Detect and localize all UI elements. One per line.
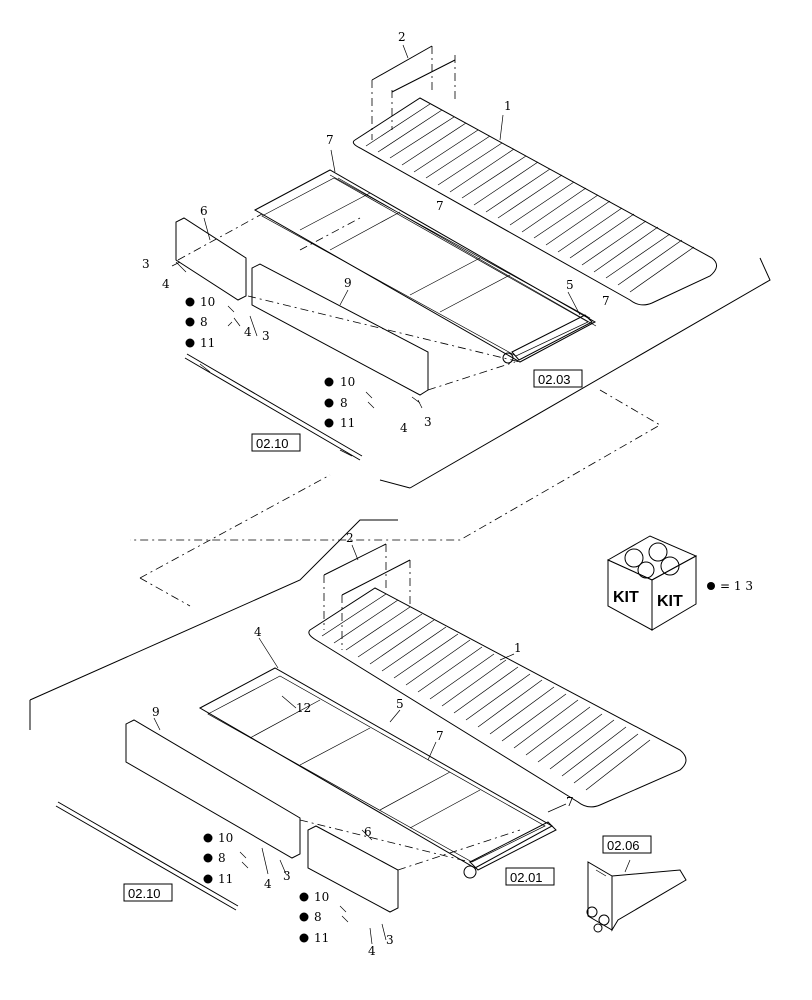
callout-upper-roller: 5 xyxy=(566,278,574,292)
lower-roller-ref[interactable]: 02.01 xyxy=(505,867,555,886)
svg-text:10: 10 xyxy=(218,831,233,845)
svg-text:11: 11 xyxy=(340,416,355,430)
callout-lower-dim: 2 xyxy=(346,531,354,545)
callout-upper-frame-end: 7 xyxy=(602,294,610,308)
callout-lower-bolt-a: 4 xyxy=(264,877,272,891)
callout-lower-roller: 5 xyxy=(396,697,404,711)
callout-upper-belt: 1 xyxy=(504,99,512,113)
callout-lower-side-panel: 9 xyxy=(152,705,160,719)
lower-roller xyxy=(469,821,557,871)
lower-hardware-right: 10 8 11 xyxy=(299,890,349,945)
callout-upper-bolt-c: 4 xyxy=(244,325,252,339)
callout-lower-frame-mid: 7 xyxy=(436,729,444,743)
svg-text:11: 11 xyxy=(218,872,233,886)
callout-upper-end-panel: 6 xyxy=(200,204,208,218)
lower-width-dimension xyxy=(323,543,411,650)
upper-width-dimension xyxy=(371,45,456,140)
svg-text:11: 11 xyxy=(314,931,329,945)
lower-hardware-left: 10 8 11 xyxy=(203,831,249,886)
upper-bar-ref[interactable]: 02.10 xyxy=(251,433,301,452)
lower-side-panel xyxy=(125,719,301,859)
lower-bar-ref[interactable]: 02.10 xyxy=(123,883,173,902)
drive-unit xyxy=(586,859,687,933)
kit-label-right: KIT xyxy=(657,593,683,610)
upper-belt xyxy=(352,97,717,306)
callout-upper-bolt-b: 4 xyxy=(162,277,170,291)
callout-upper-bolt-e: 4 xyxy=(400,421,408,435)
callout-upper-side-panel: 9 xyxy=(344,276,352,290)
svg-text:8: 8 xyxy=(200,315,208,329)
upper-end-panel xyxy=(175,217,247,301)
svg-text:11: 11 xyxy=(200,336,215,350)
kit-label-left: KIT xyxy=(613,589,639,606)
upper-roller xyxy=(511,314,593,361)
upper-roller-ref[interactable]: 02.03 xyxy=(533,369,583,388)
callout-lower-belt: 1 xyxy=(514,641,522,655)
callout-lower-top-bolt: 4 xyxy=(254,625,262,639)
kit-box-icon: KIT KIT = 1 3 xyxy=(606,535,753,631)
upper-hardware-left: 10 8 11 xyxy=(185,295,241,350)
kit-item-number: = 1 3 xyxy=(720,579,753,593)
callout-lower-bolt-c: 4 xyxy=(368,944,376,958)
callout-lower-bolt-b: 3 xyxy=(283,869,291,883)
callout-upper-bolt-a: 3 xyxy=(142,257,150,271)
upper-assembly: 1 2 7 7 7 6 9 5 3 4 4 3 4 3 10 8 11 10 8… xyxy=(130,30,717,541)
callout-upper-frame-right: 7 xyxy=(436,199,444,213)
callout-upper-frame-top: 7 xyxy=(326,133,334,147)
callout-lower-end-panel: 6 xyxy=(364,825,372,839)
svg-text:10: 10 xyxy=(340,375,355,389)
svg-text:02.01: 02.01 xyxy=(510,870,543,885)
callout-lower-bolt-d: 3 xyxy=(386,933,394,947)
svg-text:02.10: 02.10 xyxy=(256,436,289,451)
lower-belt xyxy=(308,587,687,808)
divider-line xyxy=(409,257,771,489)
lower-assembly: 1 2 4 12 5 7 7 9 6 4 3 4 3 10 8 11 10 8 … xyxy=(29,474,687,958)
upper-hardware-right: 10 8 11 xyxy=(324,375,375,430)
svg-text:10: 10 xyxy=(314,890,329,904)
callout-upper-bolt-d: 3 xyxy=(262,329,270,343)
upper-tie-bar xyxy=(184,353,363,461)
svg-text:8: 8 xyxy=(314,910,322,924)
svg-text:02.03: 02.03 xyxy=(538,372,571,387)
callout-upper-bolt-f: 3 xyxy=(424,415,432,429)
upper-frame xyxy=(253,169,597,364)
lower-drive-ref[interactable]: 02.06 xyxy=(602,835,652,854)
svg-text:8: 8 xyxy=(340,396,348,410)
lower-tie-bar xyxy=(55,801,239,911)
svg-text:02.06: 02.06 xyxy=(607,838,640,853)
callout-lower-frame-end: 7 xyxy=(566,795,574,809)
callout-upper-dim: 2 xyxy=(398,30,406,44)
svg-text:02.10: 02.10 xyxy=(128,886,161,901)
lower-end-panel xyxy=(307,825,399,913)
svg-text:8: 8 xyxy=(218,851,226,865)
callout-lower-spacer: 12 xyxy=(296,701,311,715)
svg-text:10: 10 xyxy=(200,295,215,309)
